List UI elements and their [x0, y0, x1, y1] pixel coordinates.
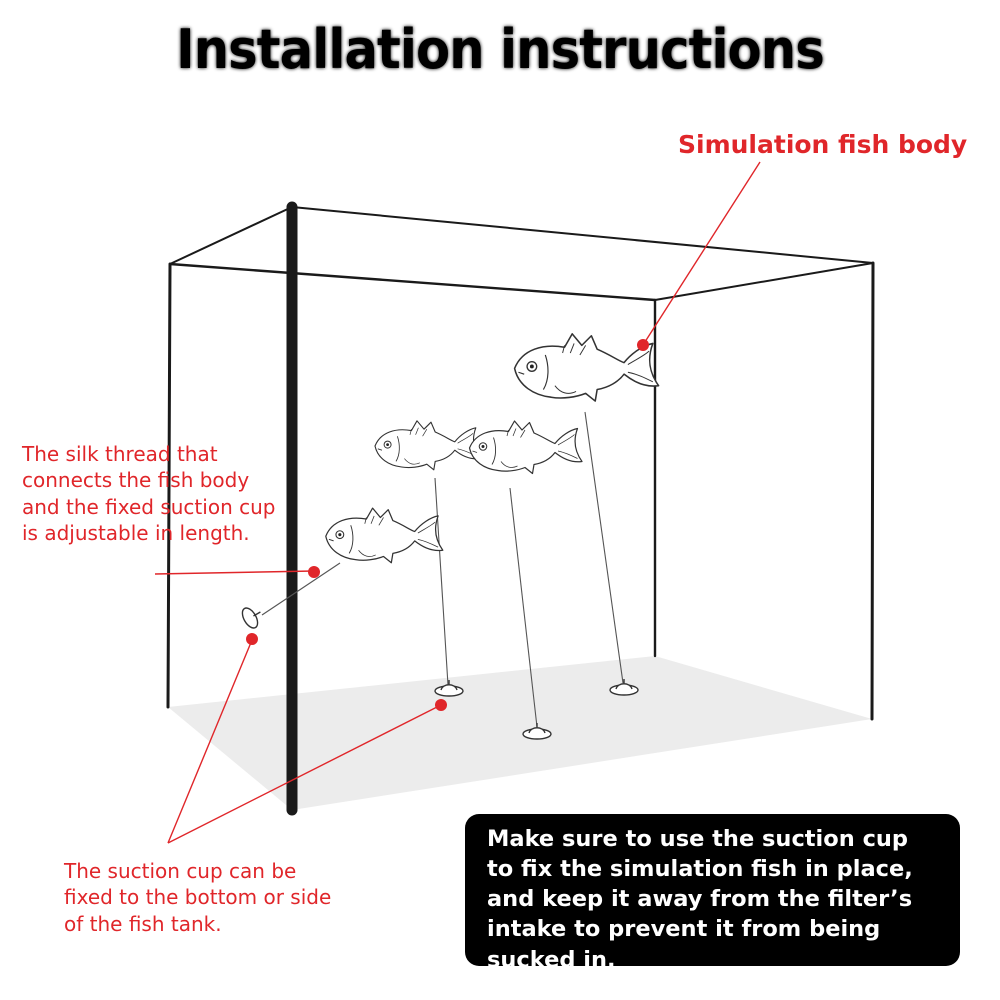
tank-floor	[168, 656, 872, 810]
label-simulation-fish-body: Simulation fish body	[678, 130, 968, 159]
page-title: Installation instructions	[176, 18, 825, 81]
notice-text: Make sure to use the suction cup to fix …	[487, 826, 913, 973]
notice-box: Make sure to use the suction cup to fix …	[465, 814, 960, 973]
fish-2	[374, 420, 481, 471]
label-suction-cup: The suction cup can be fixed to the bott…	[64, 859, 332, 936]
silk-threads	[261, 411, 624, 728]
label-silk-thread: The silk thread that connects the fish b…	[22, 442, 276, 546]
fish-1	[325, 507, 444, 564]
annotation-leaders	[154, 161, 761, 844]
annotation-dots	[246, 339, 649, 711]
tank-frame	[166, 201, 875, 816]
fish-3	[468, 420, 583, 475]
suction-cup-side	[241, 607, 261, 629]
fish-4	[513, 333, 660, 402]
